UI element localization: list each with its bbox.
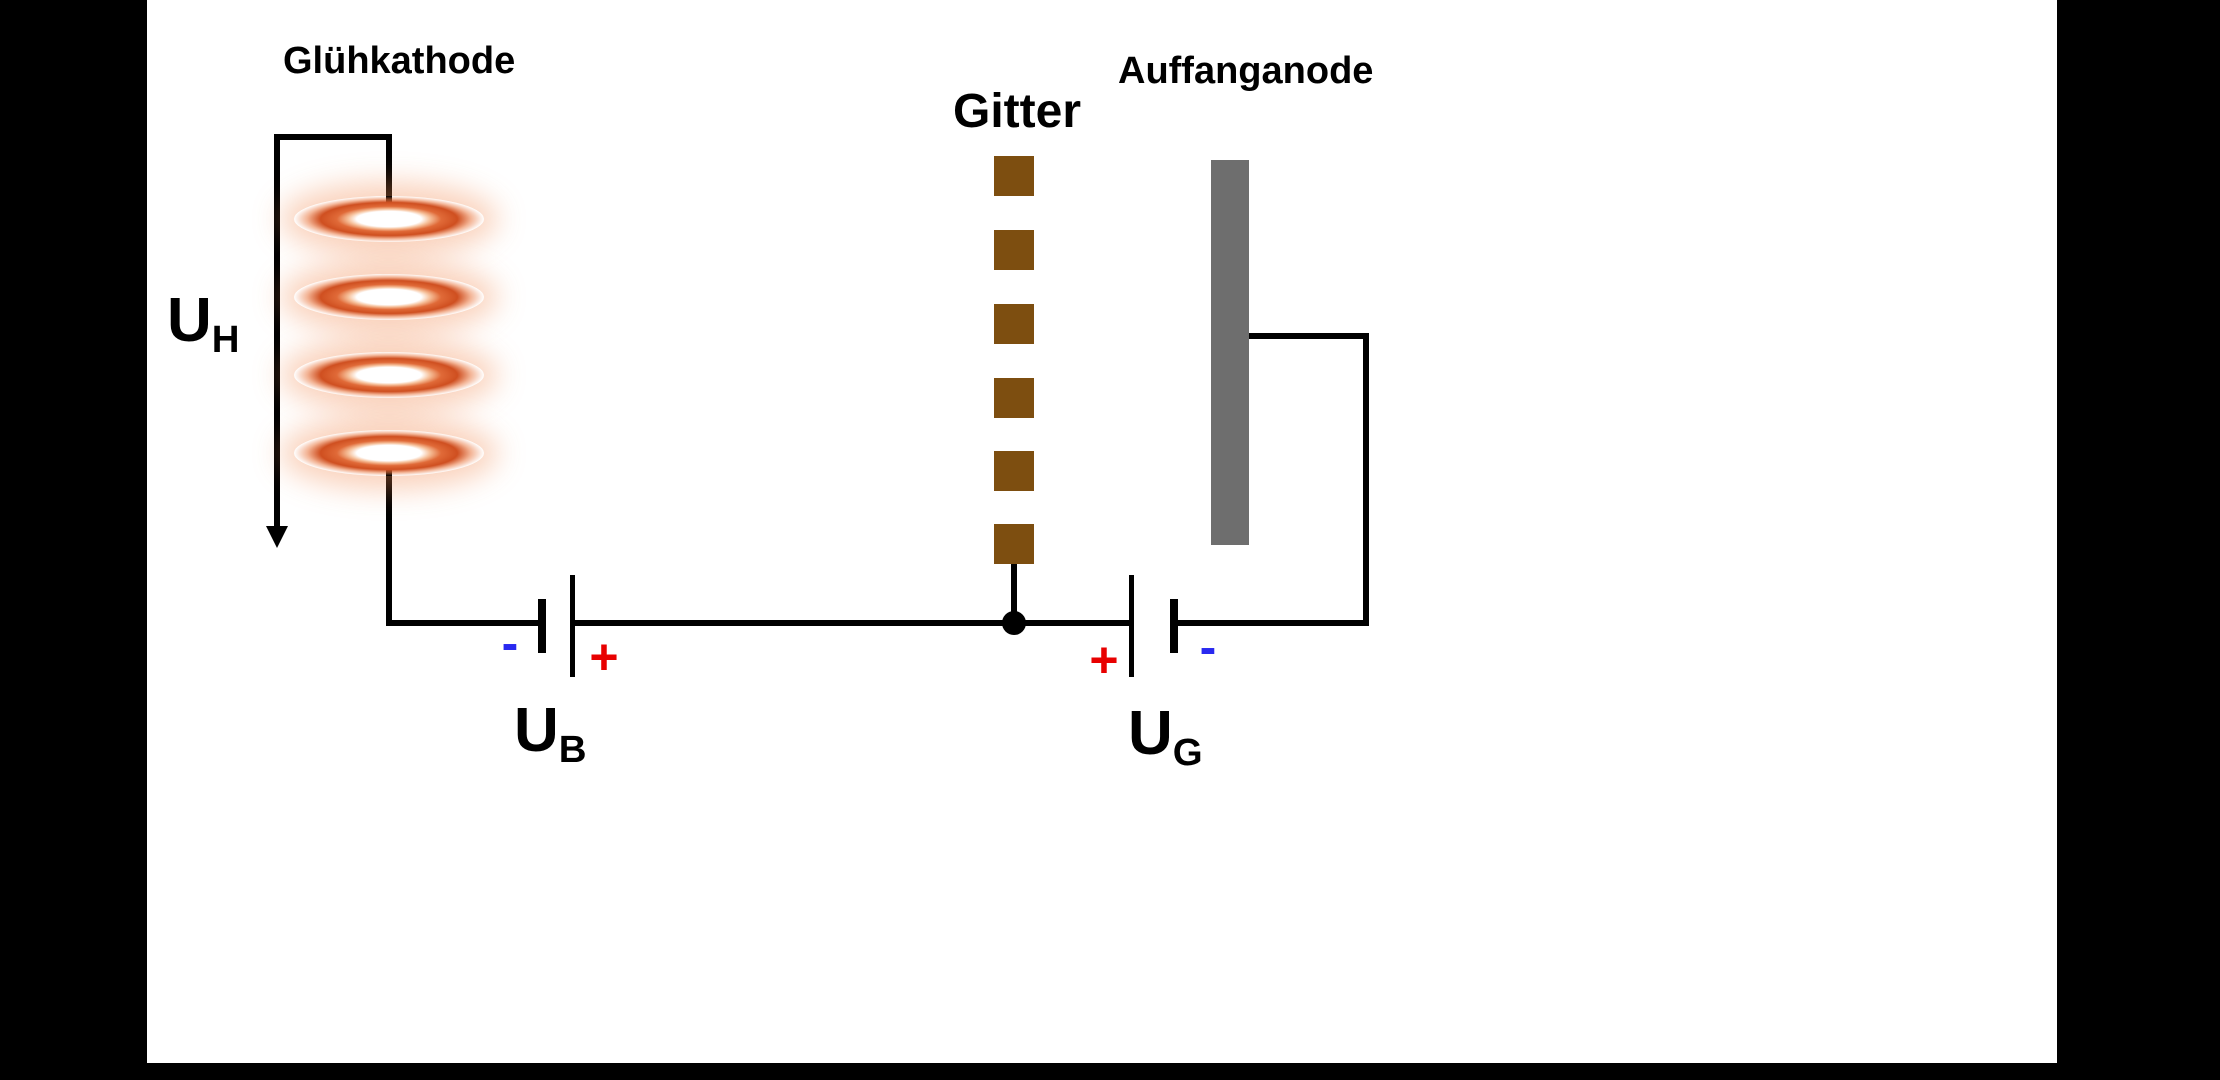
counter-voltage-subscript: G	[1172, 730, 1203, 774]
anode-plate	[1211, 160, 1249, 545]
grid-label: Gitter	[952, 85, 1081, 138]
cathode-coil-loop	[294, 352, 484, 398]
ug-battery-positive-plate	[1129, 575, 1134, 677]
ug-battery-negative-plate	[1170, 599, 1178, 653]
counter-voltage-symbol: U	[1128, 699, 1173, 768]
bottom-wire-right-1	[1015, 620, 1131, 626]
counter-voltage-label: UG	[1128, 703, 1203, 772]
cathode-label: Glühkathode	[283, 40, 516, 82]
bottom-wire-right-2	[1178, 620, 1369, 626]
anode-lead	[1245, 333, 1369, 339]
grid-segment	[994, 230, 1034, 270]
cathode-lead-bottom	[386, 470, 392, 626]
cathode-coil-loop	[294, 196, 484, 242]
grid-segment	[994, 304, 1034, 344]
grid-segment	[994, 378, 1034, 418]
grid-segment	[994, 524, 1034, 564]
accelerating-voltage-label: UB	[514, 700, 587, 769]
right-vertical-wire	[1363, 333, 1369, 626]
cathode-coil-loop	[294, 274, 484, 320]
grid-lead	[1011, 560, 1017, 624]
cathode-coil-loop	[294, 430, 484, 476]
ub-plus-sign: +	[589, 629, 619, 685]
ub-battery-negative-plate	[538, 599, 546, 653]
uh-top-wire	[274, 134, 392, 140]
accelerating-voltage-symbol: U	[514, 696, 559, 765]
heater-voltage-label: UH	[167, 290, 240, 359]
cathode-lead-top	[386, 134, 392, 216]
ub-minus-sign: -	[501, 615, 519, 671]
grid-segment	[994, 451, 1034, 491]
heater-voltage-subscript: H	[211, 317, 240, 361]
ug-plus-sign: +	[1089, 632, 1119, 688]
accelerating-voltage-subscript: B	[558, 727, 587, 771]
ug-minus-sign: -	[1199, 619, 1217, 675]
diagram-canvas: Glühkathode Gitter Auffanganode UH UB UG…	[147, 0, 2057, 1063]
grid-segment	[994, 156, 1034, 196]
uh-arrowhead-icon	[266, 526, 288, 548]
ub-battery-positive-plate	[570, 575, 575, 677]
bottom-wire-middle	[575, 620, 1015, 626]
uh-arrow-line	[274, 134, 280, 530]
bottom-wire-left	[386, 620, 538, 626]
heater-voltage-symbol: U	[167, 286, 212, 355]
anode-label: Auffanganode	[1118, 50, 1374, 92]
